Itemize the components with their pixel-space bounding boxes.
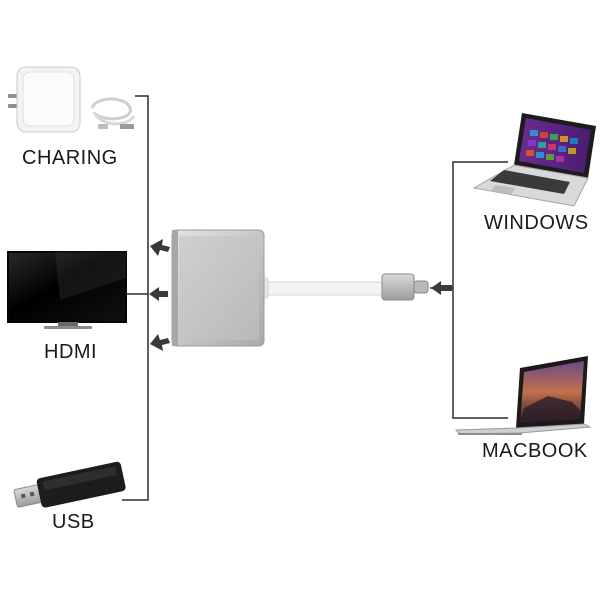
label-macbook: MACBOOK (482, 440, 588, 462)
arrow-input-icon (431, 281, 452, 295)
arrows (149, 239, 452, 351)
label-charing: CHARING (22, 147, 118, 169)
macbook-icon (454, 356, 592, 435)
windows-laptop-icon (472, 113, 596, 207)
label-windows: WINDOWS (484, 212, 589, 234)
left-bus-line (122, 95, 149, 501)
usb-drive-icon (13, 461, 126, 508)
right-bus-line (452, 161, 508, 419)
device-labels: CHARING HDMI USB WINDOWS MACBOOK (22, 147, 589, 533)
arrow-hdmi-icon (149, 287, 168, 301)
arrow-usb-icon (150, 334, 170, 351)
monitor-icon (7, 251, 127, 329)
label-usb: USB (52, 511, 95, 533)
label-hdmi: HDMI (44, 341, 97, 363)
charger-icon (8, 66, 136, 133)
arrow-charging-icon (150, 239, 170, 256)
usb-c-hub-icon (171, 229, 429, 347)
